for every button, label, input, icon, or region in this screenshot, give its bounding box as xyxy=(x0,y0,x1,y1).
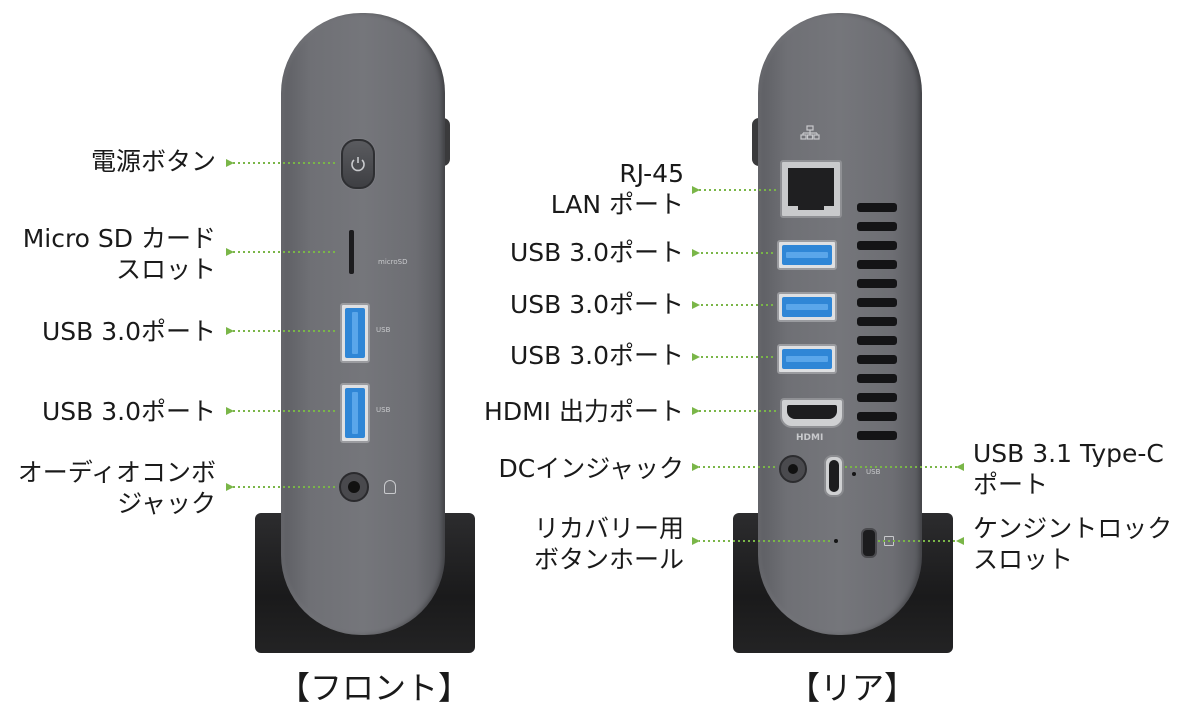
rear-usb-port-1[interactable] xyxy=(777,240,837,270)
usbc-mark: USB xyxy=(866,468,881,476)
power-button[interactable] xyxy=(341,139,375,189)
hdmi-output-port[interactable] xyxy=(780,398,844,428)
label-front-usb-1: USB 3.0ポート xyxy=(41,317,216,346)
rj45-lan-port[interactable] xyxy=(780,160,842,218)
caption-front: 【フロント】 xyxy=(278,669,471,707)
label-power-button: 電源ボタン xyxy=(90,147,216,176)
hdmi-logo: HDMI xyxy=(796,433,824,443)
rear-usb-port-3[interactable] xyxy=(777,344,837,374)
microsd-mark: microSD xyxy=(378,258,408,266)
label-kensington-lock-slot: ケンジントロック スロット xyxy=(973,514,1173,574)
label-usb-type-c-port: USB 3.1 Type-C ポート xyxy=(973,439,1164,499)
label-microsd-slot: Micro SD カード スロット xyxy=(22,224,216,284)
label-rear-usb-1: USB 3.0ポート xyxy=(509,238,684,267)
rear-vents xyxy=(857,203,897,450)
front-usb-1-mark: USB xyxy=(376,326,391,334)
dc-in-jack[interactable] xyxy=(779,455,807,483)
network-icon xyxy=(800,125,820,140)
headset-icon xyxy=(384,480,396,494)
power-icon xyxy=(351,157,365,172)
caption-rear: 【リア】 xyxy=(788,669,917,707)
front-usb-2-mark: USB xyxy=(376,406,391,414)
label-front-usb-2: USB 3.0ポート xyxy=(41,397,216,426)
label-dc-in-jack: DCインジャック xyxy=(498,454,684,483)
label-audio-combo-jack: オーディオコンボ ジャック xyxy=(17,458,216,518)
label-recovery-button-hole: リカバリー用 ボタンホール xyxy=(533,514,684,574)
rear-usb-port-2[interactable] xyxy=(777,292,837,322)
microsd-slot[interactable] xyxy=(349,230,354,274)
label-rj45-lan-port: RJ-45 LAN ポート xyxy=(550,159,684,219)
front-usb-port-1[interactable] xyxy=(340,303,370,363)
kensington-lock-slot[interactable] xyxy=(861,528,877,558)
label-rear-usb-2: USB 3.0ポート xyxy=(509,290,684,319)
audio-combo-jack[interactable] xyxy=(339,472,369,502)
usbc-indicator xyxy=(852,472,856,476)
usb-type-c-port[interactable] xyxy=(824,455,844,497)
label-hdmi-output-port: HDMI 出力ポート xyxy=(484,397,684,426)
label-rear-usb-3: USB 3.0ポート xyxy=(509,341,684,370)
recovery-button-hole[interactable] xyxy=(834,539,838,543)
front-usb-port-2[interactable] xyxy=(340,383,370,443)
